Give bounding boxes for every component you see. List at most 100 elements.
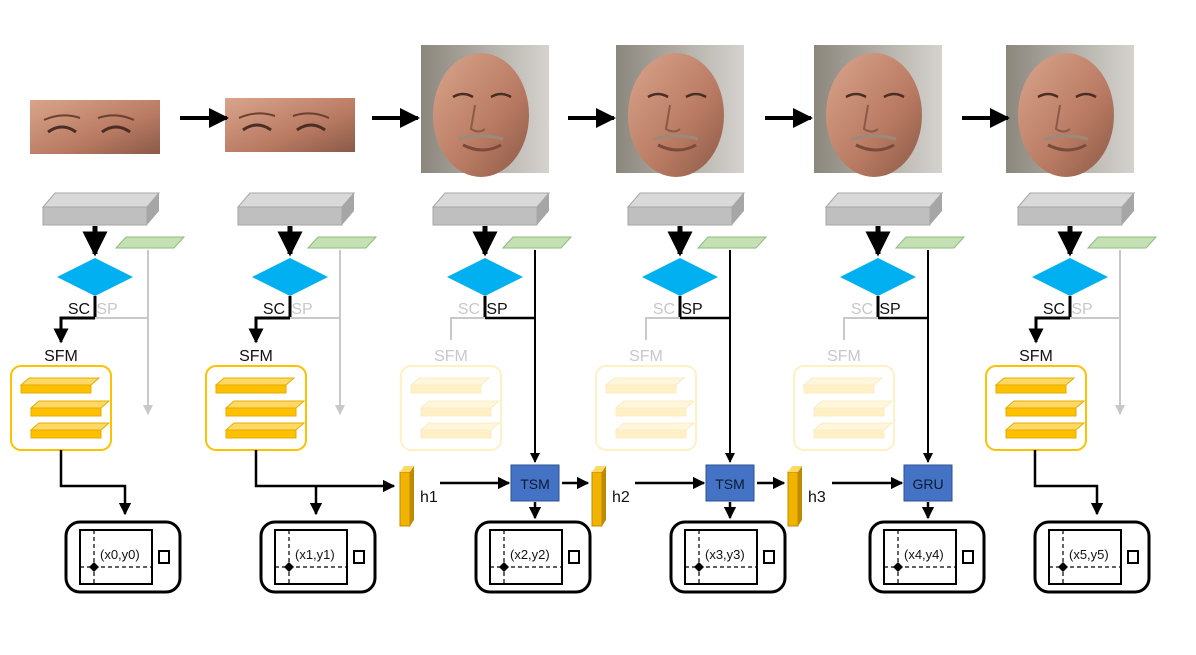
selector-diamond	[1032, 258, 1108, 296]
mustache-shape	[458, 134, 504, 141]
sfm-to-h1-arrow	[254, 450, 396, 493]
feature-block-side	[537, 193, 549, 225]
eye-crop-image	[225, 98, 355, 152]
sfm-module	[985, 365, 1087, 451]
sfm-module	[10, 365, 112, 451]
sfm-layer-front	[605, 384, 677, 394]
selector-diamond	[252, 258, 328, 296]
eyes-shape	[452, 92, 512, 99]
brows-shape	[43, 114, 135, 121]
hidden-state-top	[788, 466, 802, 472]
sc-branch-arrow	[248, 316, 290, 344]
mouth-shape	[1047, 143, 1087, 152]
sc-label: SC	[68, 301, 90, 318]
sc-branch-faded	[843, 317, 878, 340]
sfm-frame	[595, 365, 697, 451]
feature-block-top	[626, 192, 746, 208]
hidden-state-front	[787, 471, 799, 527]
gaze-point-icon	[284, 562, 294, 572]
sp-label: SP	[486, 301, 507, 318]
sfm-layer-front	[615, 429, 687, 439]
eyes-shape	[845, 92, 905, 99]
gaze-coordinate-label: (x4,y4)	[904, 547, 944, 562]
gaze-point-icon	[89, 562, 99, 572]
sc-label: SC	[263, 301, 285, 318]
phone-screen	[684, 529, 758, 585]
sp-label: SP	[96, 301, 117, 318]
face-crop-image	[421, 45, 549, 177]
sfm-label: SFM	[629, 348, 663, 365]
phone-icon	[1033, 520, 1151, 594]
sfm-layer-top	[29, 422, 111, 431]
face-crop-image	[1006, 45, 1134, 177]
sfm-layer-front	[615, 407, 687, 417]
green-plane	[306, 236, 378, 249]
hidden-state-label: h1	[420, 489, 438, 506]
sc-label: SC	[653, 301, 675, 318]
eye-crop-image	[30, 100, 160, 154]
face-shape	[433, 53, 529, 177]
sc-label: SC	[1043, 301, 1065, 318]
feature-block-front	[825, 206, 931, 226]
sfm-layer-front	[410, 384, 482, 394]
gaze-coordinate-label: (x0,y0)	[100, 547, 140, 562]
phone-button	[568, 550, 580, 564]
sfm-layer-top	[1004, 422, 1086, 431]
sfm-frame	[793, 365, 895, 451]
sfm-module	[205, 365, 307, 451]
module-label: TSM	[715, 476, 745, 492]
hidden-state-label: h2	[612, 489, 630, 506]
green-plane	[114, 236, 186, 249]
sfm-layer-top	[19, 377, 101, 386]
eyes-shape	[647, 92, 707, 99]
sfm-label: SFM	[434, 348, 468, 365]
eyes-shape	[1037, 92, 1097, 99]
gaze-point-icon	[893, 562, 903, 572]
sfm-layer-top	[29, 400, 111, 409]
sfm-label: SFM	[239, 348, 273, 365]
sc-branch-faded	[645, 317, 680, 340]
sc-label: SC	[458, 301, 480, 318]
phone-button	[962, 550, 974, 564]
feature-block-top	[824, 192, 944, 208]
nose-shape	[664, 104, 681, 133]
phone-icon	[868, 520, 986, 594]
eye-crop-background	[225, 98, 355, 152]
green-plane	[1086, 236, 1158, 249]
sfm-layer-top	[214, 377, 296, 386]
phone-button	[763, 550, 775, 564]
sfm-layer-front	[20, 384, 92, 394]
sfm-layer-front	[225, 407, 297, 417]
phone-screen	[79, 529, 153, 585]
sp-label: SP	[291, 301, 312, 318]
mouth-shape	[855, 143, 895, 152]
sfm-layer-front	[420, 407, 492, 417]
feature-block-top	[1016, 192, 1136, 208]
feature-block-top	[41, 192, 161, 208]
sfm-layer-front	[995, 384, 1067, 394]
selector-diamond	[447, 258, 523, 296]
sfm-to-phone-arrow	[59, 450, 132, 516]
sfm-layer-front	[1005, 407, 1077, 417]
hidden-state-top	[592, 466, 606, 472]
sfm-layer-top	[802, 377, 884, 386]
feature-block-front	[237, 206, 343, 226]
sfm-to-phone-arrow	[1033, 450, 1104, 516]
phone-button	[1127, 550, 1139, 564]
sfm-layer-top	[812, 400, 894, 409]
mustache-shape	[851, 134, 897, 141]
face-shape	[826, 53, 922, 177]
sfm-label: SFM	[1019, 348, 1053, 365]
gaze-coordinate-label: (x1,y1)	[295, 547, 335, 562]
gaze-coordinate-label: (x2,y2)	[510, 547, 550, 562]
face-shape	[628, 53, 724, 177]
green-plane	[696, 236, 768, 249]
module-box	[510, 464, 560, 502]
sfm-layer-front	[1005, 429, 1077, 439]
brows-shape	[238, 112, 330, 119]
sfm-layer-top	[994, 377, 1076, 386]
sfm-layer-top	[419, 422, 501, 431]
sfm-layer-top	[224, 400, 306, 409]
sfm-layer-front	[30, 429, 102, 439]
